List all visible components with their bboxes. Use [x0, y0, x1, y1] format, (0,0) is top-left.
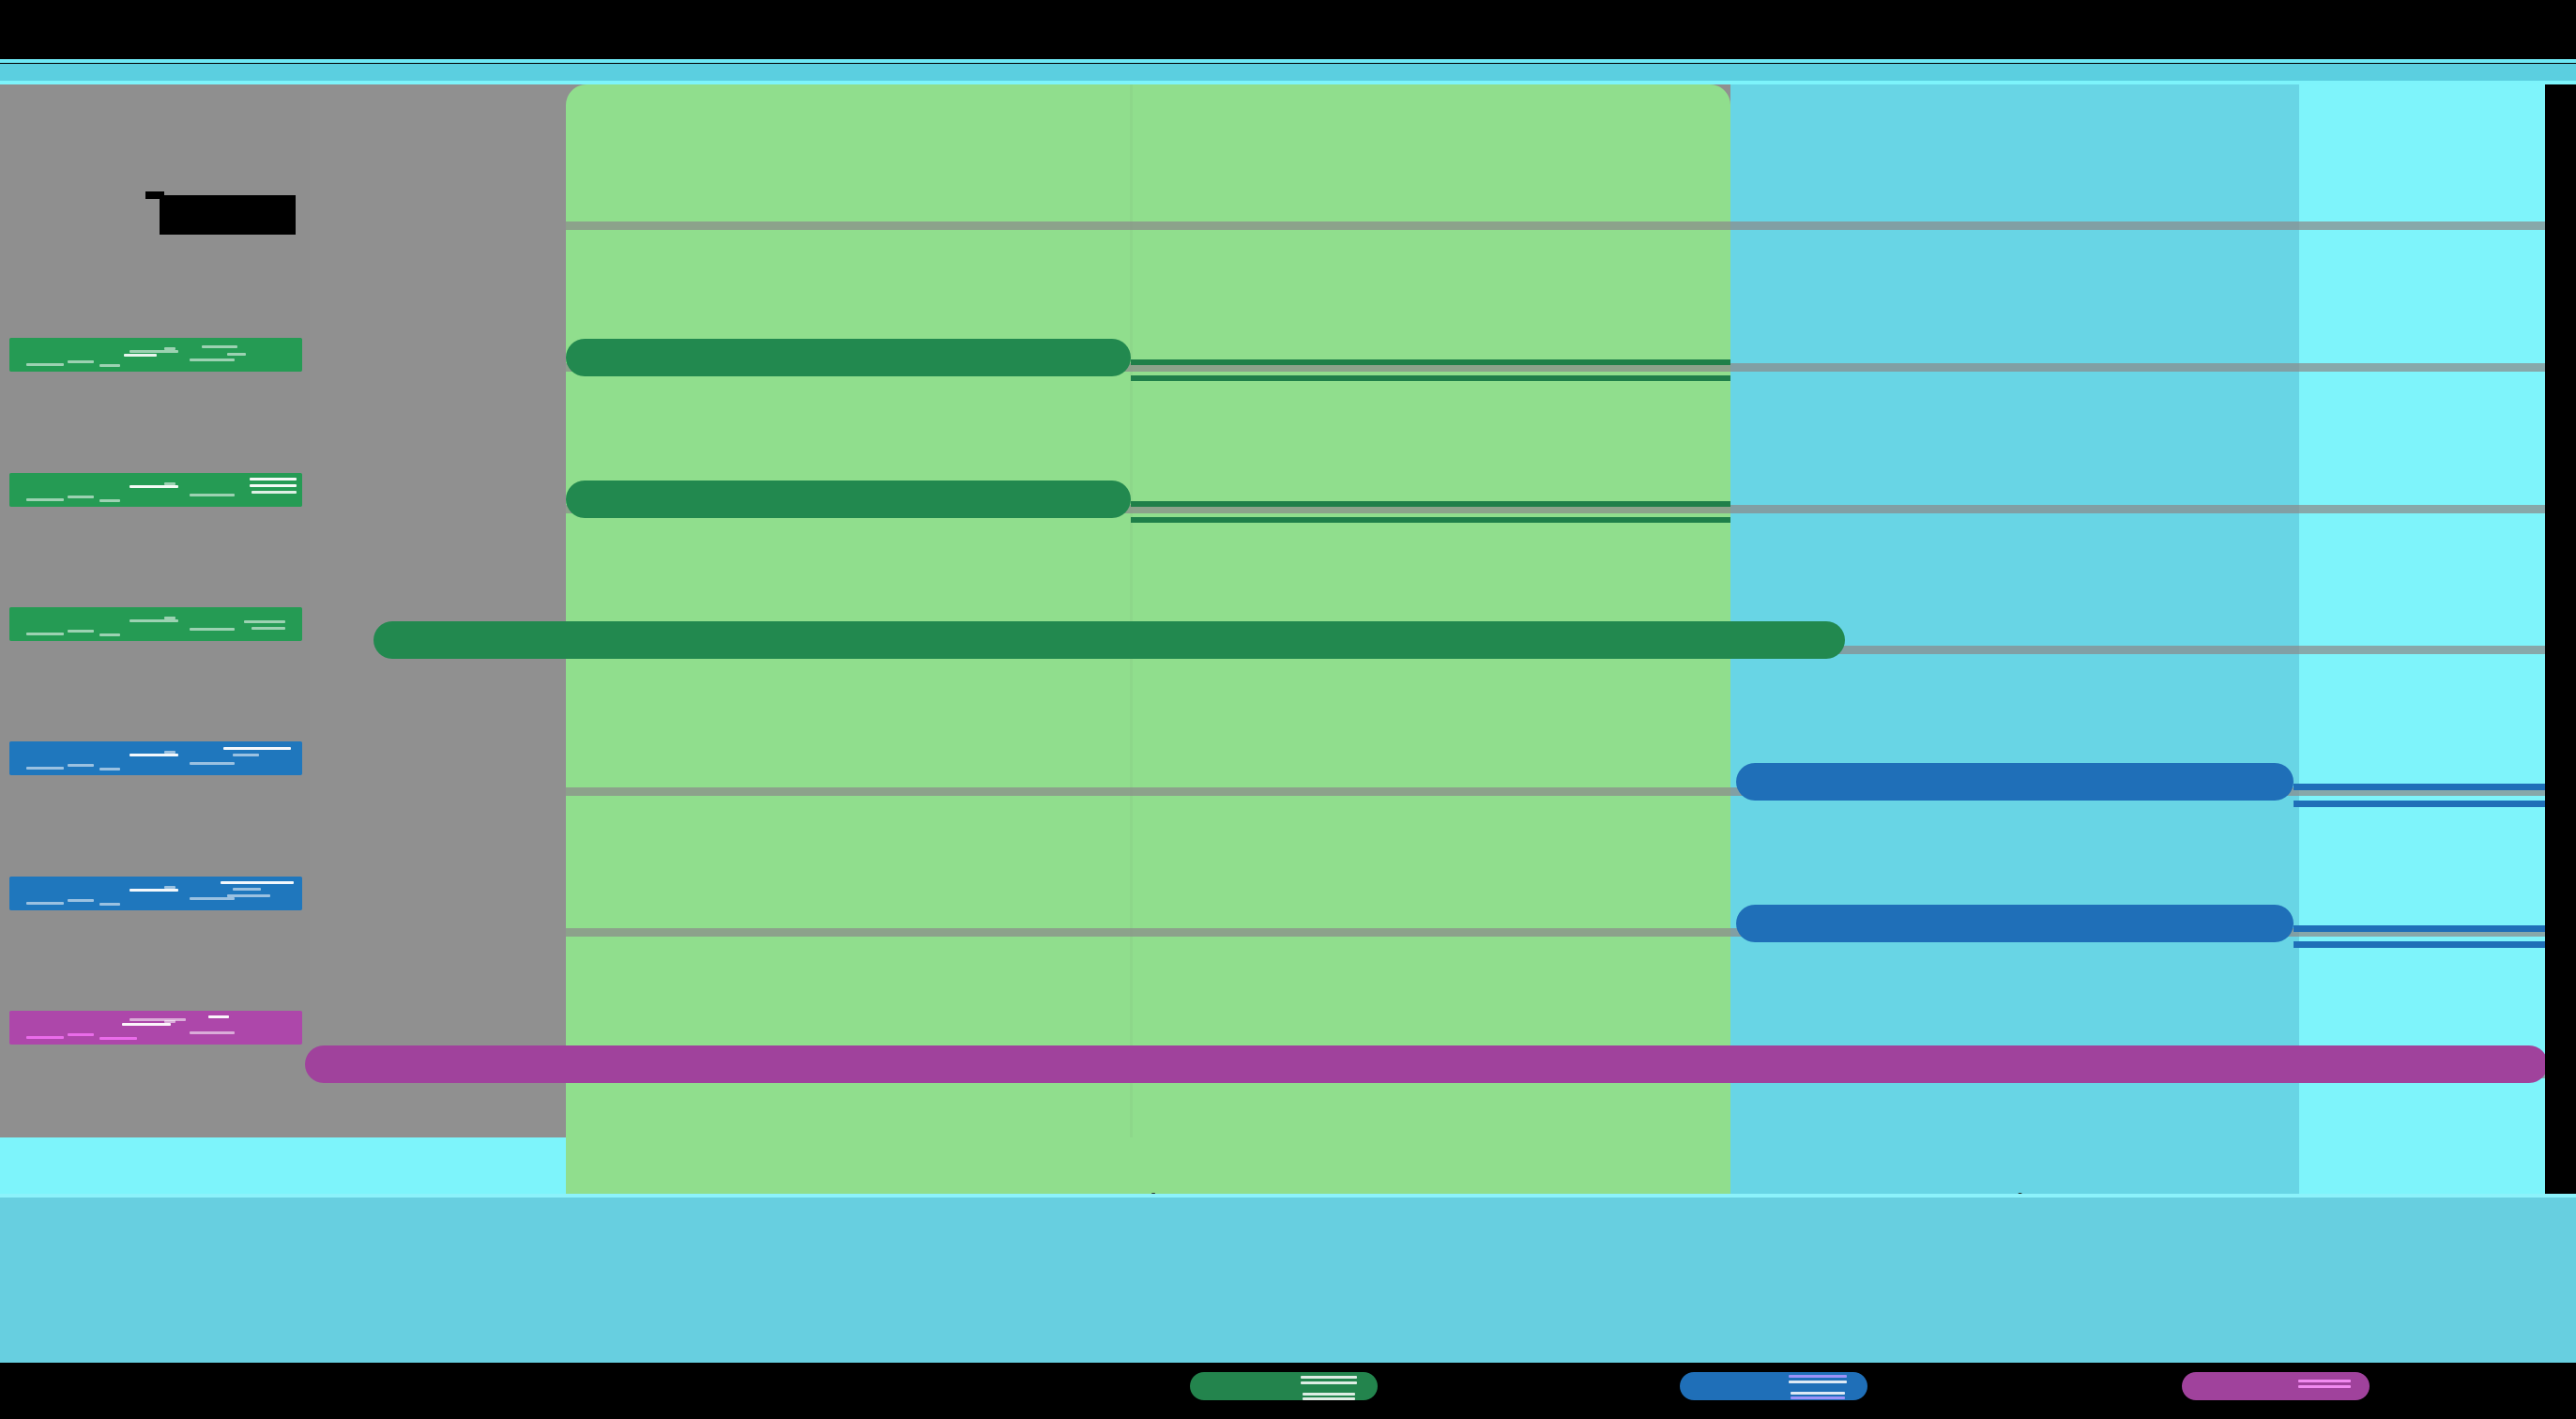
session-footer-left-pad: [0, 1137, 566, 1194]
bar-tail: [2294, 784, 2545, 790]
gridline: [0, 787, 2545, 796]
legend-panel-rail: [0, 1194, 2576, 1198]
redacted-text: [9, 338, 302, 372]
row-label-dataset-a3[interactable]: [9, 607, 302, 641]
gridline: [0, 221, 2545, 230]
row-label-column: [0, 84, 566, 1192]
legend: [0, 1363, 2576, 1419]
legend-swatch-blue[interactable]: [1680, 1372, 1867, 1400]
redacted-text: [9, 877, 302, 910]
session-label-3: [2299, 1137, 2545, 1194]
row-label-dataset-b[interactable]: [9, 741, 302, 775]
legend-swatch-green[interactable]: [1190, 1372, 1378, 1400]
bar-tail: [1131, 517, 1730, 523]
session-label-2-text: Session 2: [1932, 1187, 2097, 1195]
bar-tail: [2294, 801, 2545, 807]
gantt-plot-area: Session 1 Session 2: [0, 84, 2545, 1194]
bar-tail: [1131, 501, 1730, 507]
redacted-text: [9, 607, 302, 641]
gridline: [0, 928, 2545, 937]
redacted-text: [9, 741, 302, 775]
session-band-3: [2299, 84, 2545, 1192]
row-label-dataset-a2[interactable]: [9, 473, 302, 507]
redacted-text: [9, 1011, 302, 1045]
top-rail-accent: [0, 81, 2576, 84]
column-header-redacted: [145, 191, 296, 235]
gantt-bar-dataset-b[interactable]: [1736, 763, 2294, 801]
bar-tail: [1131, 359, 1730, 365]
gantt-bar-dataset-a[interactable]: [566, 339, 1131, 376]
session-label-2: Session 2: [1730, 1137, 2299, 1194]
bar-tail: [2294, 941, 2545, 948]
gantt-bar-dataset-a3[interactable]: [373, 621, 1845, 659]
redacted-text: [9, 473, 302, 507]
session-label-1-text: Session 1: [1066, 1187, 1231, 1195]
gridline: [0, 363, 2545, 372]
bar-tail: [2294, 925, 2545, 932]
bar-tail: [1131, 375, 1730, 381]
row-label-dataset-c[interactable]: [9, 1011, 302, 1045]
legend-panel: [0, 1198, 2576, 1366]
gridline: [0, 505, 2545, 513]
row-label-dataset-b1[interactable]: [9, 877, 302, 910]
top-rail-band: [0, 64, 2576, 81]
session-label-1: Session 1: [566, 1137, 1730, 1194]
legend-swatch-magenta[interactable]: [2182, 1372, 2370, 1400]
top-rail-highlight: [0, 59, 2576, 63]
row-label-dataset-a[interactable]: [9, 338, 302, 372]
gantt-bar-dataset-b1[interactable]: [1736, 905, 2294, 942]
gantt-bar-dataset-a2[interactable]: [566, 481, 1131, 518]
gantt-bar-dataset-c[interactable]: [305, 1045, 2545, 1083]
session-footer: Session 1 Session 2: [0, 1137, 2545, 1194]
